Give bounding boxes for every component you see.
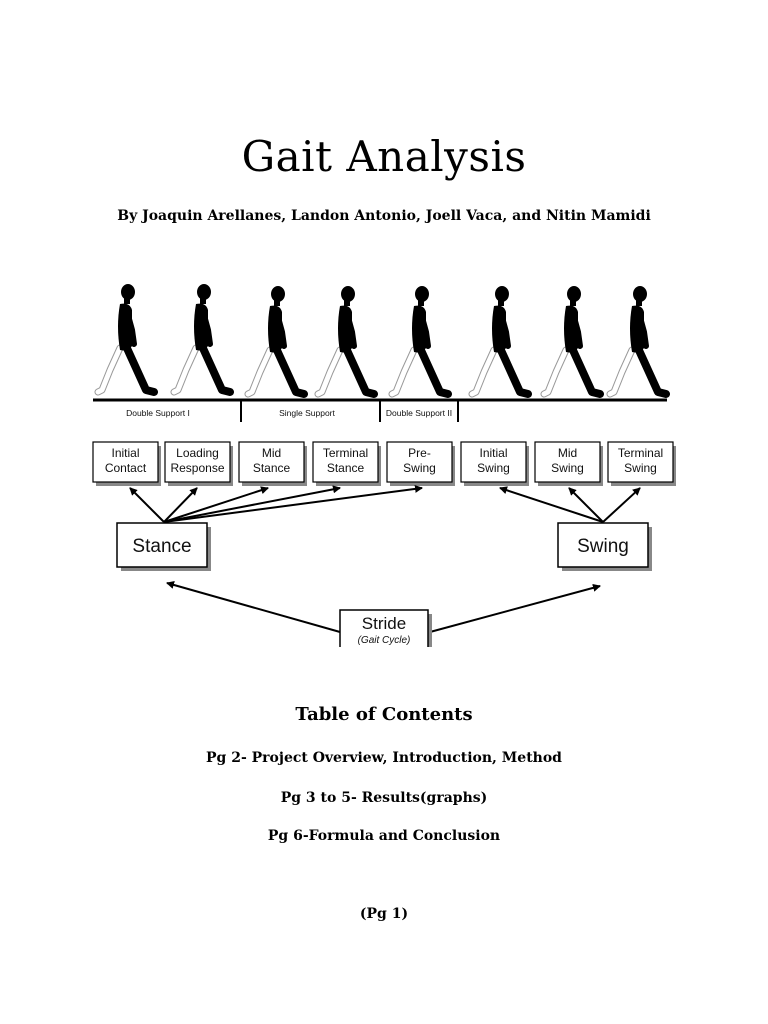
phase-box-mid-stance: Mid Stance [238,441,307,486]
stance-box: Stance [116,522,211,571]
gait-cycle-diagram: Double Support I Single Support Double S… [92,0,676,660]
phase-box-loading-response: Loading Response [164,441,233,486]
svg-text:Loading: Loading [176,446,219,460]
authors-line: By Joaquin Arellanes, Landon Antonio, Jo… [117,208,651,224]
svg-text:Swing: Swing [403,461,436,475]
diagram-crop-mask [300,647,470,660]
phase-box-initial-swing: Initial Swing [460,441,529,486]
toc-item: Pg 2- Project Overview, Introduction, Me… [206,750,562,766]
phase-box-terminal-stance: Terminal Stance [312,441,381,486]
svg-text:Initial: Initial [479,446,507,460]
phase-box-initial-contact: Initial Contact [92,441,161,486]
svg-text:Mid: Mid [558,446,577,460]
svg-text:Contact: Contact [105,461,147,475]
support-label-double-support-2: Double Support II [386,408,452,418]
walking-figure-1 [98,284,154,392]
svg-text:Pre-: Pre- [408,446,431,460]
walking-figure-5 [392,286,448,394]
svg-text:Swing: Swing [477,461,510,475]
svg-text:Mid: Mid [262,446,281,460]
walking-figure-8 [610,286,666,394]
svg-text:Terminal: Terminal [618,446,663,460]
stance-arrows [129,484,423,523]
swing-box: Swing [557,522,652,571]
svg-text:Initial: Initial [111,446,139,460]
support-label-double-support-1: Double Support I [126,408,190,418]
toc-heading: Table of Contents [295,704,473,725]
walking-figure-3 [248,286,304,394]
support-label-single-support: Single Support [279,408,335,418]
walking-figure-4 [318,286,374,394]
page-number: (Pg 1) [359,906,409,922]
walking-figure-6 [472,286,528,394]
walking-figure-7 [544,286,600,394]
toc-item: Pg 3 to 5- Results(graphs) [280,790,488,806]
phase-box-terminal-swing: Terminal Swing [607,441,676,486]
svg-text:Response: Response [170,461,224,475]
toc-item: Pg 6-Formula and Conclusion [267,828,501,844]
stance-label: Stance [132,536,191,557]
document-title: Gait Analysis [241,132,527,181]
svg-text:Swing: Swing [624,461,657,475]
svg-text:Swing: Swing [551,461,584,475]
stride-arrows [166,581,601,633]
svg-text:Terminal: Terminal [323,446,368,460]
phase-box-pre-swing: Pre- Swing [386,441,455,486]
swing-label: Swing [577,536,629,557]
phase-box-mid-swing: Mid Swing [534,441,603,486]
stride-label: Stride [362,614,406,633]
svg-text:Stance: Stance [327,461,365,475]
swing-arrows [499,486,641,523]
svg-text:Stance: Stance [253,461,291,475]
walking-figure-2 [174,284,230,392]
stride-sublabel: (Gait Cycle) [358,635,411,646]
